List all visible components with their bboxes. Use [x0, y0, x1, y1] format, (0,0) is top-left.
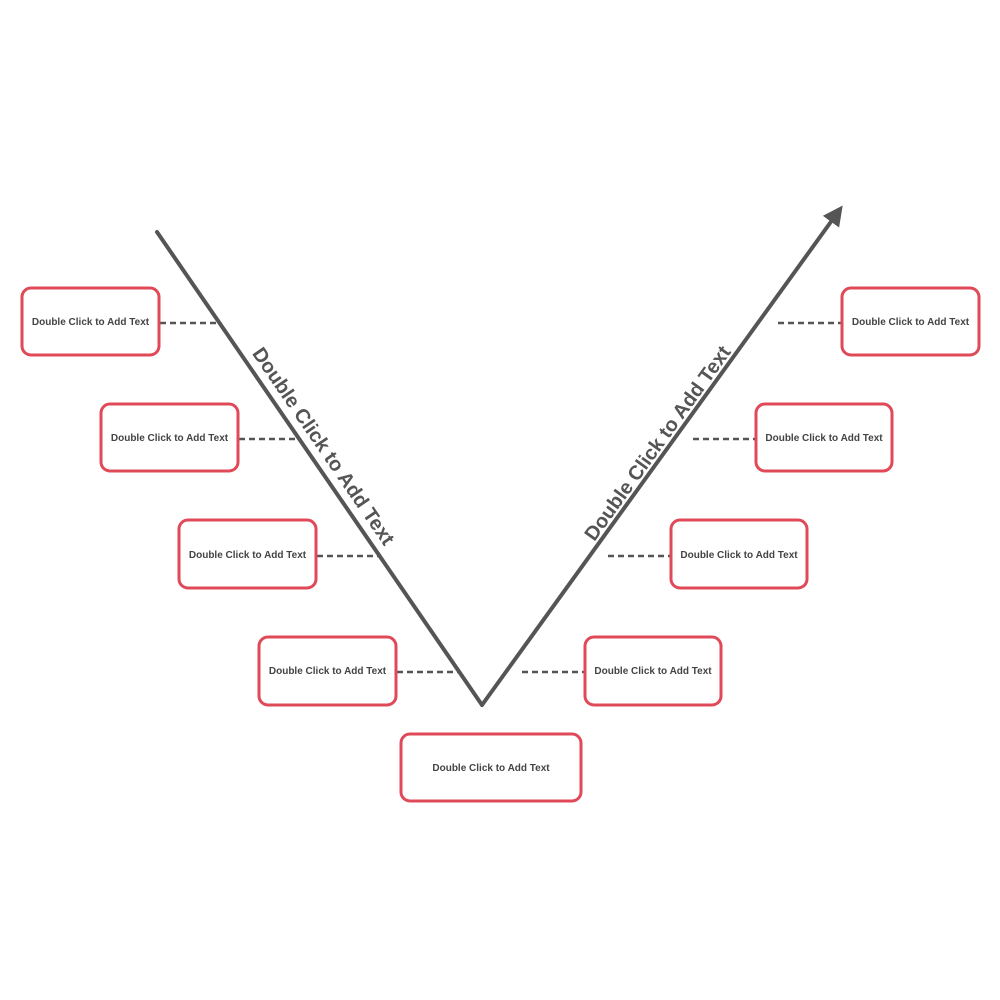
left-node-4[interactable]: Double Click to Add Text — [257, 635, 398, 707]
left-node-1-label: Double Click to Add Text — [32, 317, 150, 328]
right-node-4-label: Double Click to Add Text — [594, 666, 712, 677]
right-node-1[interactable]: Double Click to Add Text — [840, 286, 981, 357]
bottom-node-label: Double Click to Add Text — [432, 763, 550, 774]
left-node-3[interactable]: Double Click to Add Text — [177, 518, 318, 590]
right-node-3-label: Double Click to Add Text — [680, 550, 798, 561]
right-node-1-label: Double Click to Add Text — [852, 317, 970, 328]
bottom-node[interactable]: Double Click to Add Text — [399, 732, 583, 803]
right-node-2[interactable]: Double Click to Add Text — [754, 402, 894, 473]
right-node-2-label: Double Click to Add Text — [765, 433, 883, 444]
right-arm-label[interactable]: Double Click to Add Text — [581, 342, 736, 545]
left-node-2-label: Double Click to Add Text — [111, 433, 229, 444]
right-arm-arrow — [480, 205, 843, 707]
left-arm-line — [155, 230, 484, 707]
right-node-4[interactable]: Double Click to Add Text — [583, 635, 723, 707]
right-node-3[interactable]: Double Click to Add Text — [669, 518, 809, 590]
left-node-2[interactable]: Double Click to Add Text — [99, 402, 240, 473]
left-node-4-label: Double Click to Add Text — [269, 666, 387, 677]
left-node-3-label: Double Click to Add Text — [189, 550, 307, 561]
left-node-1[interactable]: Double Click to Add Text — [20, 286, 161, 357]
